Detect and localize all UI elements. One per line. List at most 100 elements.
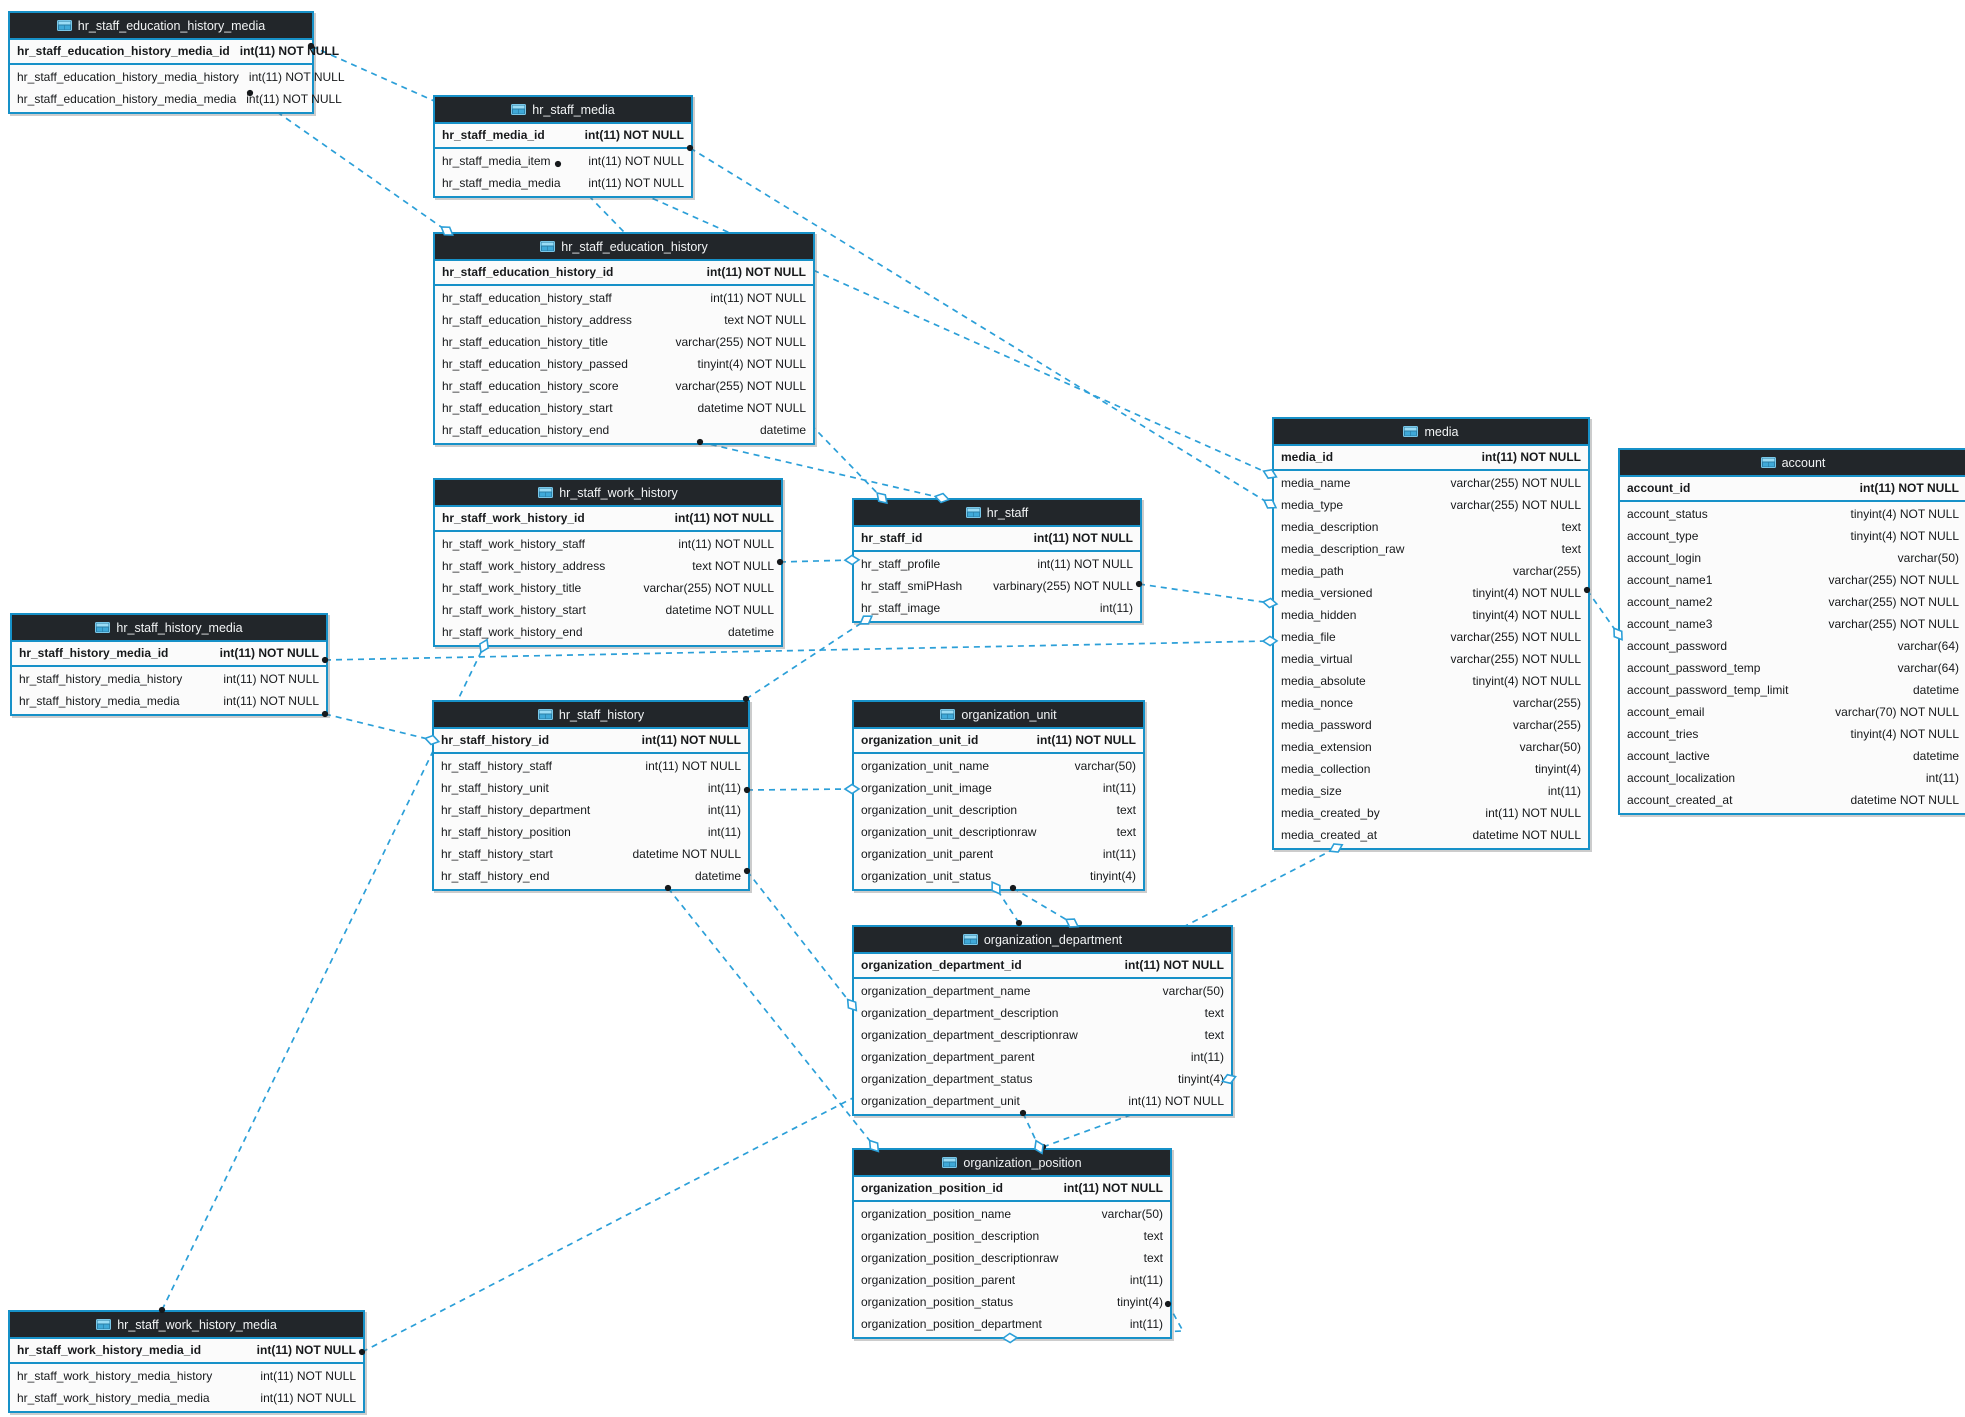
- column-type: datetime: [1912, 683, 1959, 697]
- column-name: organization_position_name: [861, 1207, 1012, 1221]
- table-header-organization-position[interactable]: organization_position: [854, 1150, 1170, 1177]
- table-icon: [540, 241, 556, 252]
- table-hr-staff-history-media[interactable]: hr_staff_history_media hr_staff_history_m…: [10, 613, 328, 716]
- column-name: hr_staff_history_unit: [441, 781, 549, 795]
- column-type: tinyint(4) NOT NULL: [697, 357, 806, 371]
- column-type: tinyint(4): [1116, 1295, 1163, 1309]
- column-type: int(11): [707, 781, 741, 795]
- table-title: hr_staff_work_history: [559, 485, 678, 500]
- table-hr-staff-work-history-media[interactable]: hr_staff_work_history_media hr_staff_work…: [8, 1310, 365, 1413]
- column-name: media_name: [1281, 476, 1351, 490]
- column-name: organization_unit_description: [861, 803, 1018, 817]
- column-name: organization_department_unit: [861, 1094, 1020, 1108]
- column-type: int(11) NOT NULL: [256, 1343, 356, 1357]
- table-header-hr-staff-work-history-media[interactable]: hr_staff_work_history_media: [10, 1312, 363, 1339]
- column-name: organization_unit_name: [861, 759, 990, 773]
- table-header-hr-staff-education-history[interactable]: hr_staff_education_history: [435, 234, 813, 261]
- column-type: int(11) NOT NULL: [219, 646, 319, 660]
- table-hr-staff-work-history[interactable]: hr_staff_work_history hr_staff_work_histo…: [433, 478, 783, 647]
- table-icon: [965, 507, 981, 518]
- column-type: varchar(255) NOT NULL: [1450, 630, 1582, 644]
- table-hr-staff-history[interactable]: hr_staff_history hr_staff_history_id int(1…: [432, 700, 750, 891]
- column-name: hr_staff_history_department: [441, 803, 591, 817]
- column-name: media_absolute: [1281, 674, 1366, 688]
- table-header-organization-department[interactable]: organization_department: [854, 927, 1231, 954]
- table-header-hr-staff-media[interactable]: hr_staff_media: [435, 97, 691, 124]
- column-type: varchar(255): [1512, 696, 1581, 710]
- column-name: hr_staff_education_history_address: [442, 313, 632, 327]
- table-header-hr-staff[interactable]: hr_staff: [854, 500, 1140, 527]
- relationship-unit-parent: [1012, 887, 1073, 924]
- column-name: hr_staff_education_history_title: [442, 335, 608, 349]
- table-icon: [1403, 426, 1419, 437]
- column-name: organization_position_descriptionraw: [861, 1251, 1059, 1265]
- column-type: text: [1561, 520, 1581, 534]
- column-name: hr_staff_history_id: [441, 733, 550, 747]
- column-name: organization_unit_image: [861, 781, 992, 795]
- column-type: tinyint(4): [1534, 762, 1581, 776]
- column-type: varchar(255) NOT NULL: [1450, 652, 1582, 666]
- table-organization-position[interactable]: organization_position organization_positi…: [852, 1148, 1172, 1339]
- column-name: organization_unit_status: [861, 869, 992, 883]
- column-type: varchar(255) NOT NULL: [1828, 595, 1960, 609]
- table-organization-department[interactable]: organization_department organization_depa…: [852, 925, 1233, 1116]
- column-name: hr_staff_work_history_address: [442, 559, 606, 573]
- column-name: hr_staff_work_history_media_id: [17, 1343, 202, 1357]
- column-name: media_id: [1281, 450, 1334, 464]
- table-header-media[interactable]: media: [1274, 419, 1588, 446]
- table-icon: [511, 104, 527, 115]
- column-type: int(11) NOT NULL: [588, 176, 684, 190]
- table-header-account[interactable]: account: [1620, 450, 1965, 477]
- column-type: int(11) NOT NULL: [1036, 733, 1136, 747]
- column-name: hr_staff_history_media_media: [19, 694, 180, 708]
- table-header-organization-unit[interactable]: organization_unit: [854, 702, 1143, 729]
- table-header-hr-staff-work-history[interactable]: hr_staff_work_history: [435, 480, 781, 507]
- column-name: media_type: [1281, 498, 1344, 512]
- column-type: int(11) NOT NULL: [1481, 450, 1581, 464]
- table-icon: [56, 20, 72, 31]
- column-type: int(11) NOT NULL: [260, 1369, 356, 1383]
- table-header-hr-staff-history-media[interactable]: hr_staff_history_media: [12, 615, 326, 642]
- table-header-hr-staff-history[interactable]: hr_staff_history: [434, 702, 748, 729]
- column-type: text: [1143, 1229, 1163, 1243]
- column-type: text: [1204, 1028, 1224, 1042]
- column-name: hr_staff_education_history_end: [442, 423, 610, 437]
- table-header-hr-staff-education-history-media[interactable]: hr_staff_education_history_media: [10, 13, 312, 40]
- column-type: varchar(255) NOT NULL: [643, 581, 775, 595]
- column-name: account_email: [1627, 705, 1705, 719]
- column-name: organization_unit_descriptionraw: [861, 825, 1037, 839]
